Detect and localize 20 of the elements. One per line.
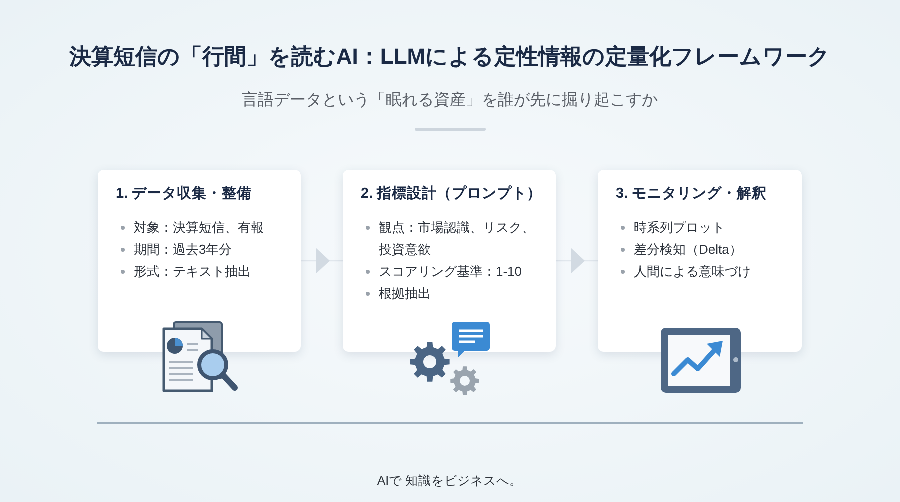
bullet-text: 形式：テキスト抽出 xyxy=(134,263,251,281)
bullet-text: 対象：決算短信、有報 xyxy=(134,219,264,237)
bullet-text: 観点：市場認識、リスク、投資意欲 xyxy=(379,219,536,259)
step-heading: 3. モニタリング・解釈 xyxy=(616,184,768,204)
bullet-text: 人間による意味づけ xyxy=(634,263,751,281)
step-card xyxy=(343,170,556,352)
step-card xyxy=(98,170,301,352)
step-heading: 1. データ収集・整備 xyxy=(116,184,254,204)
step-card xyxy=(598,170,802,352)
tagline: AIで 知識をビジネスへ。 xyxy=(377,473,523,489)
bullet-text: 差分検知（Delta） xyxy=(634,241,742,259)
bullet-text: 根拠抽出 xyxy=(379,285,431,303)
bullet-text: 期間：過去3年分 xyxy=(134,241,232,259)
title: 決算短信の「行間」を読むAI：LLMによる定性情報の定量化フレームワーク xyxy=(69,43,831,71)
chevron-arrow xyxy=(301,248,343,274)
chevron-arrow xyxy=(556,248,598,274)
subtitle: 言語データという「眠れる資産」を誰が先に掘り起こすか xyxy=(242,90,658,111)
bullet-text: 時系列プロット xyxy=(634,219,725,237)
step-heading: 2. 指標設計（プロンプト） xyxy=(361,184,544,204)
bullet-text: スコアリング基準：1-10 xyxy=(379,263,522,281)
